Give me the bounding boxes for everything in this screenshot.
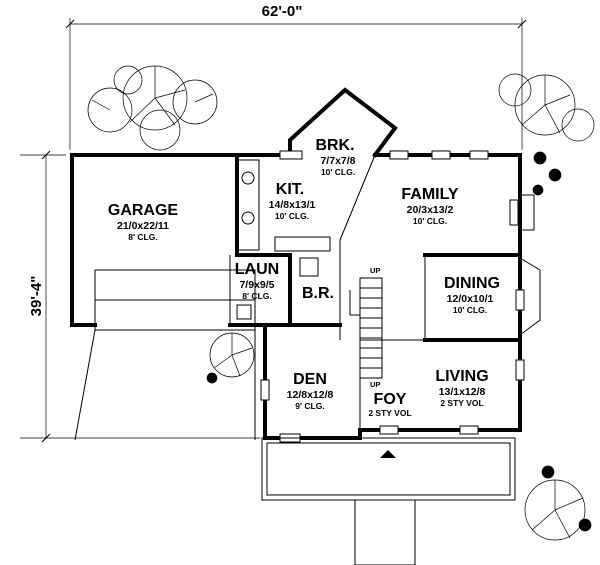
room-size: 12/0x10/1 bbox=[447, 293, 494, 305]
room-size: 13/1x12/8 bbox=[439, 386, 486, 398]
tree-mid-left bbox=[206, 332, 255, 384]
room-garage: GARAGE 21/0x22/11 8' CLG. bbox=[108, 202, 179, 242]
room-ceiling: 8' CLG. bbox=[128, 232, 157, 242]
front-porch bbox=[261, 437, 516, 565]
room-size: 14/8x13/1 bbox=[269, 199, 316, 211]
room-living: LIVING 13/1x12/8 2 STY VOL bbox=[435, 368, 488, 408]
kitchen-fixtures bbox=[236, 159, 331, 320]
room-name: LAUN bbox=[235, 261, 279, 278]
room-size: 20/3x13/2 bbox=[407, 204, 454, 216]
room-name: GARAGE bbox=[108, 202, 179, 219]
landscape-trees bbox=[87, 65, 595, 541]
entry-arrow-icon bbox=[380, 450, 396, 458]
room-name: KIT. bbox=[276, 181, 304, 198]
room-ceiling: 10' CLG. bbox=[275, 211, 309, 221]
room-size: 21/0x22/11 bbox=[117, 220, 169, 232]
room-bath: B.R. bbox=[302, 285, 334, 302]
room-breakfast: BRK. 7/7x7/8 10' CLG. bbox=[315, 137, 355, 177]
room-size: 12/8x12/8 bbox=[287, 389, 334, 401]
room-den: DEN 12/8x12/8 9' CLG. bbox=[287, 371, 334, 411]
room-name: BRK. bbox=[315, 137, 354, 154]
room-name: DEN bbox=[293, 371, 327, 388]
room-ceiling: 10' CLG. bbox=[413, 216, 447, 226]
room-kitchen: KIT. 14/8x13/1 10' CLG. bbox=[269, 181, 316, 221]
room-name: FAMILY bbox=[401, 186, 459, 203]
driveway bbox=[74, 269, 256, 441]
room-ceiling: 9' CLG. bbox=[295, 401, 324, 411]
room-ceiling: 2 STY VOL bbox=[440, 398, 483, 408]
stair-up-label-lower: UP bbox=[370, 380, 380, 389]
staircase bbox=[349, 277, 383, 379]
depth-dimension: 39'-4" bbox=[28, 276, 45, 317]
room-ceiling: 10' CLG. bbox=[321, 167, 355, 177]
room-laundry: LAUN 7/9x9/5 8' CLG. bbox=[235, 261, 279, 301]
tree-cluster-top-left bbox=[87, 65, 218, 151]
room-size: 7/7x7/8 bbox=[320, 155, 355, 167]
room-ceiling: 8' CLG. bbox=[242, 291, 271, 301]
tree-bottom-right bbox=[524, 465, 592, 541]
room-name: B.R. bbox=[302, 285, 334, 302]
width-dimension: 62'-0" bbox=[262, 3, 303, 20]
stair-up-label-upper: UP bbox=[370, 266, 380, 275]
room-dining: DINING 12/0x10/1 10' CLG. bbox=[444, 275, 500, 315]
room-foyer: FOY 2 STY VOL bbox=[368, 391, 411, 418]
room-name: LIVING bbox=[435, 368, 488, 385]
room-name: FOY bbox=[374, 391, 407, 408]
room-ceiling: 10' CLG. bbox=[453, 305, 487, 315]
room-name: DINING bbox=[444, 275, 500, 292]
shrubs-right bbox=[532, 151, 562, 196]
room-size: 7/9x9/5 bbox=[239, 279, 274, 291]
tree-cluster-top-right bbox=[498, 73, 595, 142]
dimension-lines bbox=[20, 18, 527, 443]
room-ceiling: 2 STY VOL bbox=[368, 408, 411, 418]
room-family: FAMILY 20/3x13/2 10' CLG. bbox=[401, 186, 459, 226]
